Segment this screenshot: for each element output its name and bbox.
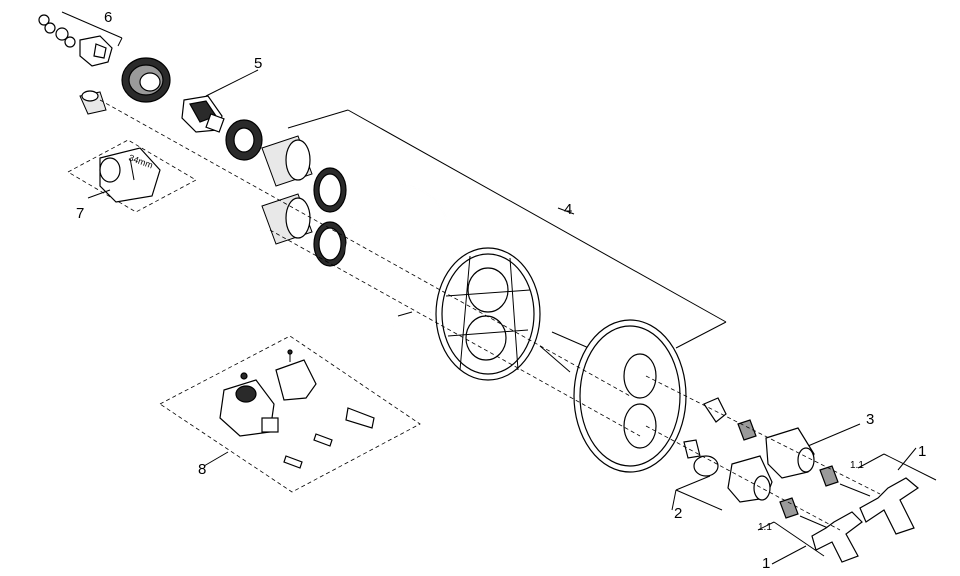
small-washer — [55, 27, 69, 41]
seal-ring-lower — [313, 221, 347, 267]
callout-8: 8 — [198, 461, 206, 478]
adapter-2 — [671, 439, 773, 511]
part-group-8 — [159, 335, 421, 493]
small-washer — [64, 36, 76, 48]
tool-opening — [99, 157, 121, 183]
spline-adapter-bottom — [779, 497, 829, 529]
seal-ring-upper — [313, 167, 347, 213]
cross-handle-top — [857, 447, 937, 535]
callout-4: 4 — [564, 201, 572, 218]
spindle-extension — [345, 407, 375, 429]
callout-5: 5 — [254, 55, 262, 72]
adapter-3 — [765, 423, 861, 479]
cover-plate — [573, 319, 687, 473]
cross-handle-bottom — [757, 511, 863, 565]
cartridge-5 — [181, 69, 259, 133]
callout-1-bottom: 1 — [762, 555, 770, 572]
callout-3: 3 — [866, 411, 874, 428]
check-valve-inner — [93, 43, 107, 59]
volume-cartridge — [275, 359, 317, 401]
extension-sleeve-upper — [261, 135, 313, 187]
small-o-ring — [38, 14, 50, 26]
extension-sleeve-lower — [261, 193, 313, 245]
callout-1-top: 1 — [918, 443, 926, 460]
tool-group-7: 34mm — [67, 139, 197, 213]
spindle-sleeve — [79, 90, 107, 115]
ring-nut — [225, 119, 263, 161]
small-o-ring — [44, 22, 56, 34]
callout-7: 7 — [76, 205, 84, 222]
assembly-axis-lines — [99, 99, 881, 531]
callout-1-1-bottom: 1.1 — [758, 522, 772, 533]
part-group-4-bracket — [287, 109, 727, 349]
diverter-nut — [703, 397, 727, 423]
part-group-6 — [38, 11, 123, 67]
mounting-plate — [435, 247, 541, 381]
callout-1-1-top: 1.1 — [850, 460, 864, 471]
callout-6: 6 — [104, 9, 112, 26]
threaded-nut — [121, 57, 171, 103]
split-retaining-ring — [344, 184, 454, 327]
callout-2: 2 — [674, 505, 682, 522]
